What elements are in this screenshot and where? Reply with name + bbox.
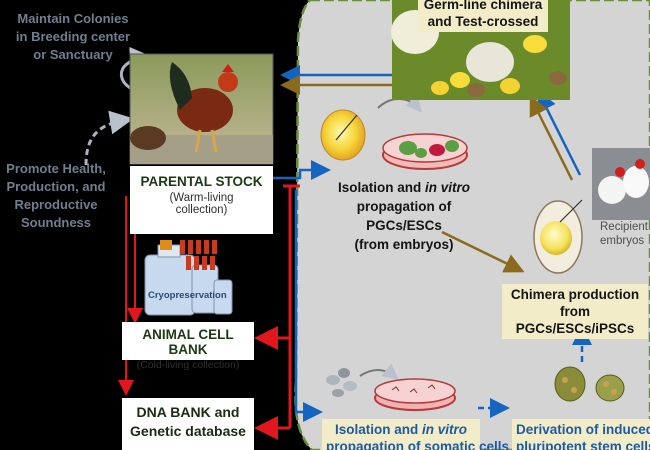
- brown-arrow-to-chimera: [441, 230, 525, 273]
- maintain-line-1: Maintain Colonies: [17, 11, 129, 26]
- recipient-line-1: Recipient: [600, 221, 648, 233]
- maintain-line-2: in Breeding center: [15, 29, 131, 44]
- isolation-pgc-line-1-italic: in vitro: [425, 180, 471, 195]
- petri-dish-pgc-image: [382, 133, 468, 170]
- isolation-pgc-line-1: Isolation and in vitro: [330, 178, 478, 197]
- recipient-embryos-label: Recipient embryos: [600, 220, 650, 248]
- brown-arrow-to-germline: [529, 95, 574, 181]
- isolation-somatic-line-1-italic: in vitro: [422, 422, 468, 437]
- dna-bank-box: DNA BANK and Genetic database: [122, 398, 254, 450]
- gray-arrow-cells-to-dish: [359, 363, 399, 380]
- dna-bank-line-2: Genetic database: [130, 423, 246, 439]
- parental-stock-sub-2: collection): [175, 204, 228, 216]
- cryopreservation-label: Cryopreservation: [148, 290, 227, 301]
- germline-line-1: Germ-line chimera: [423, 0, 543, 12]
- maintain-line-3: or Sanctuary: [33, 47, 113, 62]
- isolation-somatic-caption: Isolation and in vitro propagation of so…: [322, 419, 510, 450]
- chimera-production-caption: Chimera production from PGCs/ESCs/iPSCs: [502, 284, 648, 339]
- animal-cell-bank-box: ANIMAL CELL BANK (Cold-living collection…: [122, 322, 254, 371]
- parental-stock-title: PARENTAL STOCK: [140, 174, 263, 189]
- isolation-somatic-line-1: Isolation and in vitro: [326, 421, 476, 438]
- maintain-colonies-label: Maintain Colonies in Breeding center or …: [6, 10, 140, 64]
- induced-pluripotent-caption: Derivation of induced pluripotent stem c…: [512, 419, 650, 450]
- promote-line-2: Production, and: [6, 179, 106, 194]
- ipsc-colonies-image: [554, 366, 625, 402]
- chimera-line-2: from PGCs/ESCs/iPSCs: [515, 304, 635, 336]
- induced-line-2: pluripotent stem cells: [516, 439, 650, 450]
- promote-line-3: Reproductive: [14, 197, 98, 212]
- isolation-somatic-line-2: propagation of somatic cells: [326, 439, 510, 450]
- parental-stock-sub-1: (Warm-living: [169, 192, 234, 204]
- petri-dish-somatic-image: [374, 378, 456, 411]
- blue-arrow-to-isolation: [268, 160, 331, 180]
- isolation-pgc-line-4: (from embryos): [354, 237, 454, 252]
- isolation-somatic-line-1-text: Isolation and: [334, 422, 422, 437]
- isolation-pgc-line-1-text: Isolation and: [337, 180, 425, 195]
- isolation-pgc-line-3: PGCs/ESCs: [366, 218, 442, 233]
- gray-dashed-arrow-promote: [84, 110, 134, 166]
- blue-arrow-to-somatic: [294, 190, 323, 422]
- somatic-cells-image: [326, 368, 357, 397]
- recipient-line-2: embryos: [600, 235, 645, 247]
- cell-bank-title: ANIMAL CELL BANK: [142, 327, 234, 357]
- cryo-bottles-image: [144, 240, 233, 316]
- egg-pgc-image: [320, 109, 366, 161]
- parental-stock-box: PARENTAL STOCK (Warm-living collection): [130, 166, 273, 234]
- promote-health-label: Promote Health, Production, and Reproduc…: [0, 160, 112, 232]
- dna-bank-line-1: DNA BANK and: [136, 404, 240, 420]
- isolation-pgc-caption: Isolation and in vitro propagation of PG…: [330, 178, 478, 254]
- recipient-chickens-photo: [592, 148, 650, 220]
- promote-line-4: Soundness: [20, 215, 92, 230]
- induced-line-1: Derivation of induced: [516, 422, 650, 437]
- chimera-line-1: Chimera production: [510, 287, 640, 302]
- isolation-pgc-line-2: propagation of: [356, 199, 452, 214]
- germline-caption: Germ-line chimera and Test-crossed: [418, 0, 548, 32]
- cell-bank-sub: (Cold-living collection): [136, 359, 240, 371]
- germline-line-2: and Test-crossed: [427, 14, 539, 29]
- promote-line-1: Promote Health,: [6, 161, 106, 176]
- rooster-photo: [129, 53, 274, 165]
- chimera-egg-image: [533, 199, 583, 274]
